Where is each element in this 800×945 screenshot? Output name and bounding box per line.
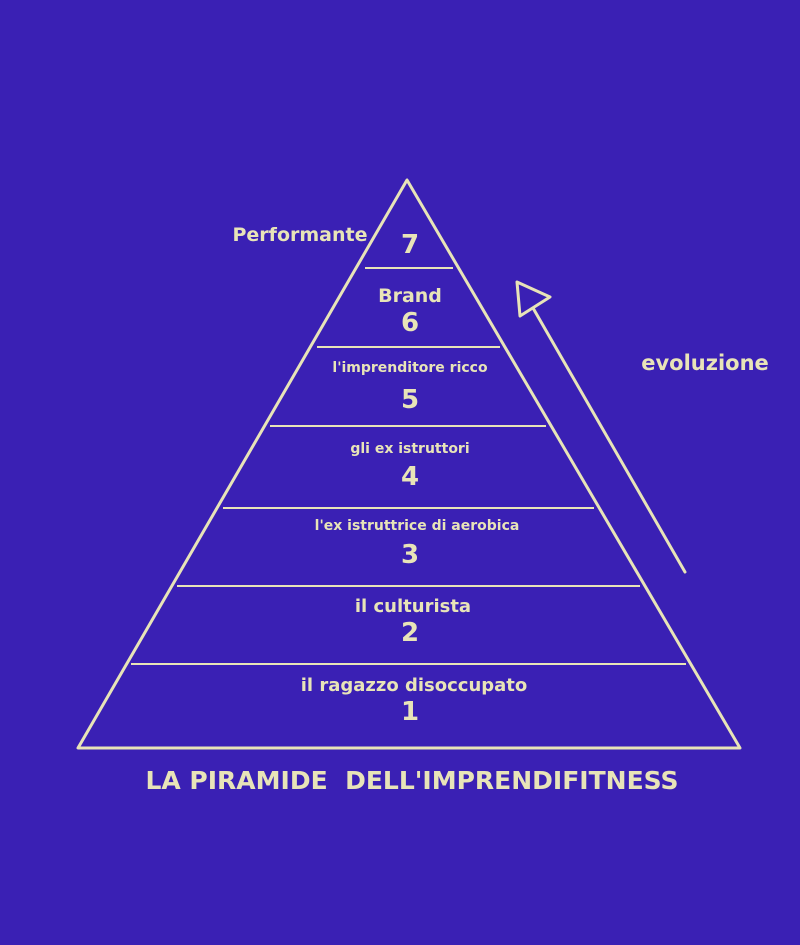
level-3-label: l'ex istruttrice di aerobica [315, 518, 520, 534]
level-1-number: 1 [401, 697, 419, 727]
evolution-arrow-shaft [531, 306, 687, 574]
level-1-label: il ragazzo disoccupato [301, 675, 528, 696]
level-2-number: 2 [401, 618, 419, 648]
level-5-label: l'imprenditore ricco [332, 360, 488, 376]
apex-label: Performante [233, 224, 368, 246]
diagram-title: LA PIRAMIDE DELL'IMPRENDIFITNESS [145, 766, 678, 795]
pyramid-outline [76, 178, 742, 750]
level-4-number: 4 [401, 462, 419, 492]
evolution-arrow-head [515, 280, 552, 318]
level-4-label: gli ex istruttori [350, 441, 469, 457]
level-2-label: il culturista [355, 596, 471, 617]
level-6-label: Brand [378, 285, 442, 307]
level-5-number: 5 [401, 385, 419, 415]
level-7-number: 7 [401, 230, 419, 260]
level-6-number: 6 [401, 308, 419, 338]
level-3-number: 3 [401, 540, 419, 570]
evolution-label: evoluzione [641, 351, 769, 375]
